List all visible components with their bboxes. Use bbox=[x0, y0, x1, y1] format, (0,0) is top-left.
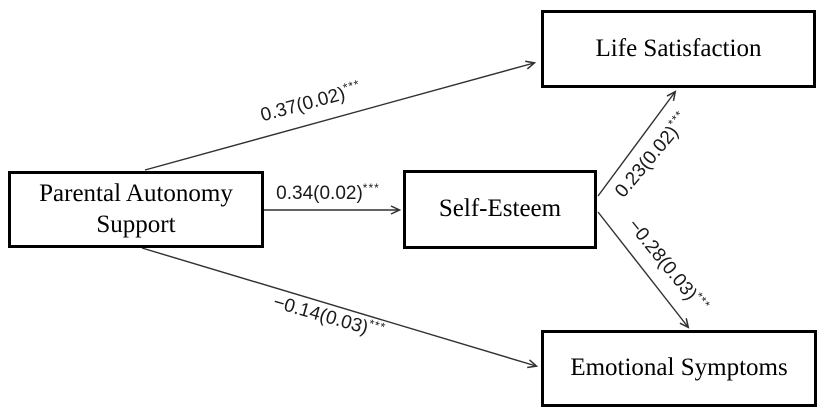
node-label: Emotional Symptoms bbox=[570, 353, 787, 384]
node-label: Support bbox=[96, 210, 175, 241]
node-emotional-symptoms: Emotional Symptoms bbox=[541, 330, 817, 407]
node-self-esteem: Self-Esteem bbox=[403, 170, 597, 249]
arrow-pas-to-life-satisfaction bbox=[145, 63, 534, 170]
path-coefficient-pas-to-self-esteem: 0.34(0.02)*** bbox=[276, 181, 380, 205]
coefficient-value: 0.34(0.02) bbox=[276, 183, 363, 204]
node-life-satisfaction: Life Satisfaction bbox=[541, 10, 816, 88]
node-parental-autonomy-support: Parental Autonomy Support bbox=[8, 171, 264, 248]
significance-stars: *** bbox=[363, 181, 380, 195]
node-label: Self-Esteem bbox=[439, 194, 561, 225]
significance-stars: *** bbox=[341, 77, 361, 95]
node-label: Parental Autonomy bbox=[39, 179, 233, 210]
node-label: Life Satisfaction bbox=[596, 34, 762, 65]
